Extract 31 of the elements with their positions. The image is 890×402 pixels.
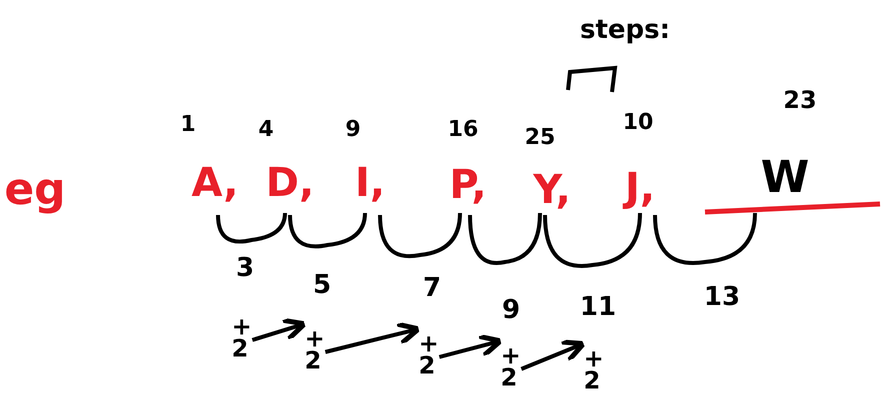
sequence-letter: Y, bbox=[533, 170, 571, 210]
sequence-letter: D, bbox=[266, 163, 314, 203]
arrow bbox=[252, 318, 308, 342]
sequence-letter: P, bbox=[449, 165, 487, 205]
number-label: 4 bbox=[258, 119, 274, 141]
step-increment: +2 bbox=[304, 328, 322, 372]
number-label: 9 bbox=[345, 119, 361, 141]
number-label: 25 bbox=[524, 127, 556, 149]
arrow bbox=[520, 339, 586, 371]
difference-number: 3 bbox=[236, 255, 254, 281]
sequence-letter: J, bbox=[624, 168, 656, 208]
step-increment: +2 bbox=[232, 316, 248, 360]
arrow bbox=[324, 322, 422, 354]
difference-number: 7 bbox=[422, 275, 442, 301]
difference-number: 5 bbox=[312, 272, 332, 298]
step-increment: +2 bbox=[418, 333, 436, 377]
number-label: 16 bbox=[448, 119, 478, 141]
sequence-letter: A, bbox=[192, 163, 238, 203]
number-label: 23 bbox=[783, 88, 817, 112]
number-label: 1 bbox=[180, 114, 196, 136]
number-label: steps: bbox=[580, 17, 670, 43]
step-increment: +2 bbox=[500, 345, 518, 389]
number-label: 10 bbox=[622, 112, 654, 134]
arrow bbox=[438, 334, 504, 359]
answer-letter: W bbox=[760, 156, 810, 200]
difference-number: 11 bbox=[580, 294, 616, 320]
difference-number: 9 bbox=[502, 297, 520, 323]
difference-number: 13 bbox=[704, 284, 740, 310]
step-increment: +2 bbox=[584, 348, 600, 392]
example-label: eg bbox=[4, 168, 66, 212]
sequence-letter: I, bbox=[354, 163, 386, 203]
